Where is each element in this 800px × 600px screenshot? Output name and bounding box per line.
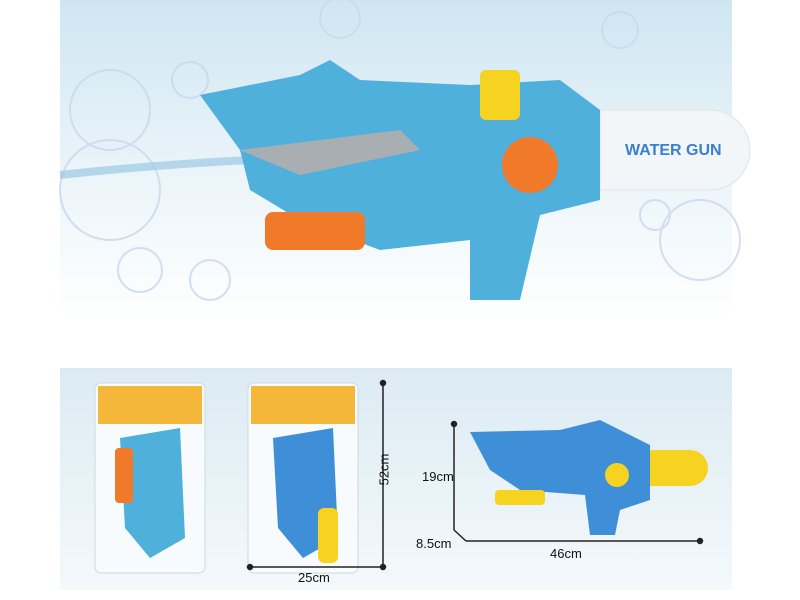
hero-water-gun-photo: WATER GUN	[59, 0, 751, 301]
gun-logo: WATER GUN	[625, 142, 722, 159]
package-height-label: 52cm	[376, 453, 392, 486]
gun-height-label: 19cm	[422, 469, 454, 484]
gun-depth-label: 8.5cm	[416, 536, 452, 551]
package-orange-variant	[94, 382, 206, 574]
package-yellow-variant	[247, 382, 359, 574]
package-width-label: 25cm	[298, 570, 330, 585]
gun-length-label: 46cm	[550, 546, 582, 561]
